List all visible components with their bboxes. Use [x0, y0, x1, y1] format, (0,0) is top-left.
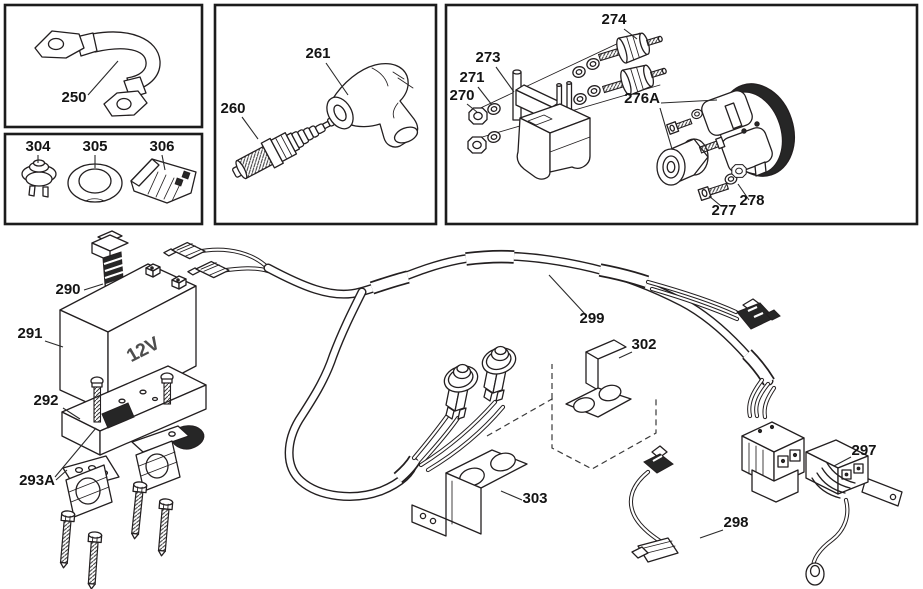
clamp-bolt	[154, 497, 174, 558]
hold-down-strap	[101, 402, 135, 429]
leader-261	[325, 62, 349, 96]
part-label-276A: 276A	[624, 90, 660, 107]
bracket-302-part	[565, 339, 632, 418]
panel-spark-plug: 260 261	[213, 3, 438, 226]
leader-lines-lower	[44, 274, 852, 539]
bracket-303-part	[411, 449, 528, 537]
spark-plug-part	[232, 117, 336, 180]
push-switch	[440, 361, 482, 420]
roller-part	[656, 138, 709, 186]
panel-fasteners: 304 305 306	[3, 132, 204, 226]
part-label-293A: 293A	[19, 472, 55, 489]
tray-bolt	[90, 376, 104, 423]
nut-270	[467, 136, 487, 154]
clamp-group-293A	[62, 425, 190, 518]
push-fastener-part	[21, 159, 57, 198]
part-label-270: 270	[449, 87, 474, 104]
leader-271	[477, 86, 493, 106]
leader-273	[495, 66, 515, 93]
connector-block-part	[130, 158, 197, 204]
part-label-260: 260	[220, 100, 245, 117]
leader-276A	[659, 99, 718, 150]
part-label-306: 306	[149, 138, 174, 155]
leader-270	[466, 103, 478, 113]
part-label-273: 273	[475, 49, 500, 66]
part-label-297: 297	[851, 442, 876, 459]
part-label-302: 302	[631, 336, 656, 353]
clamp-bolt	[84, 530, 103, 589]
isolator-mount-274	[595, 25, 667, 71]
harness-connector-part	[741, 421, 805, 503]
assembly-guide-line	[471, 32, 641, 113]
nut-278	[731, 164, 747, 178]
grommet-part	[67, 163, 123, 203]
switch-group	[411, 343, 520, 473]
roller-stud-part	[698, 136, 726, 154]
washer-271	[585, 83, 603, 99]
leader-278	[737, 183, 750, 201]
leader-274	[623, 28, 638, 40]
jumper-wire-part	[628, 445, 679, 563]
spade-connector	[187, 260, 230, 279]
part-label-278: 278	[739, 192, 764, 209]
nut-270	[468, 107, 488, 125]
part-label-277: 277	[711, 202, 736, 219]
leader-277	[708, 195, 722, 207]
tray-bolt	[160, 372, 174, 405]
part-label-291: 291	[17, 325, 42, 342]
push-switch	[478, 343, 520, 402]
part-label-250: 250	[61, 89, 86, 106]
part-label-292: 292	[33, 392, 58, 409]
washer-271	[570, 64, 588, 80]
phantom-panel-outline	[486, 396, 657, 470]
leader-260	[241, 116, 259, 140]
panel-ignition: 270 271 273 274 276A 277 278	[444, 3, 919, 226]
wiring-harness-part	[163, 241, 781, 501]
part-label-271: 271	[459, 69, 484, 86]
clamp-bolt	[56, 509, 76, 570]
washer-271	[571, 91, 589, 107]
ground-strap-part	[34, 30, 161, 117]
bolt-277-part	[697, 182, 730, 201]
small-connector	[736, 298, 781, 330]
spark-plug-boot-part	[326, 62, 419, 148]
leader-250	[87, 60, 119, 96]
clamp-bolt	[127, 480, 148, 541]
part-label-305: 305	[82, 138, 107, 155]
leader-306	[161, 154, 166, 171]
mount-bolt-part	[666, 118, 693, 135]
panel-ground-strap: 250	[3, 3, 204, 129]
charger-receptacle-part	[805, 439, 903, 586]
part-label-261: 261	[305, 45, 330, 62]
part-label-290: 290	[55, 281, 80, 298]
part-label-303: 303	[522, 490, 547, 507]
part-label-298: 298	[723, 514, 748, 531]
ignition-coil-part	[512, 69, 591, 180]
spade-connector	[163, 241, 206, 260]
part-label-274: 274	[601, 11, 627, 28]
part-label-304: 304	[25, 138, 51, 155]
part-label-299: 299	[579, 310, 604, 327]
washer-271	[584, 56, 602, 72]
magneto-rotor-part	[701, 83, 795, 177]
